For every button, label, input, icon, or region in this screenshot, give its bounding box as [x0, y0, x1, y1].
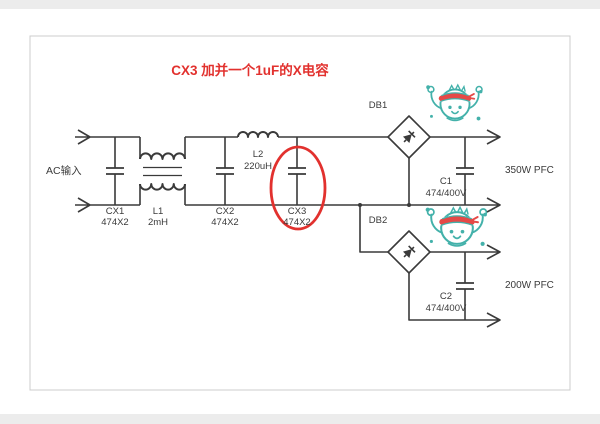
capacitor-cx1 [106, 137, 124, 205]
wire-input-top-arrow [75, 129, 140, 145]
capacitor-cx1-plates [106, 167, 124, 175]
wire-ac-line-bottom [139, 184, 501, 213]
label-c1-name: C1 [439, 176, 453, 187]
label-cx3-name: CX3 [287, 206, 307, 217]
wire-db2-branch [359, 205, 388, 253]
bridge-rectifier-db1 [387, 115, 431, 159]
diagram-frame [29, 35, 571, 391]
choke-l1-core [143, 166, 182, 177]
capacitor-cx3-plates [288, 167, 306, 175]
label-db1-name: DB1 [368, 100, 388, 111]
highlight-ellipse-cx3 [269, 145, 327, 231]
capacitor-cx3 [288, 137, 306, 205]
capacitor-c1 [456, 137, 474, 205]
wire-ac-line-top [139, 136, 388, 159]
capacitor-cx2-plates [216, 167, 234, 175]
annotation-title: CX3 加并一个1uF的X电容 [171, 63, 329, 78]
label-c1-value: 474/400V [425, 188, 467, 199]
inductor-l2 [237, 131, 279, 138]
label-db2-name: DB2 [368, 215, 388, 226]
label-cx2-value: 474X2 [211, 217, 239, 228]
label-l1-name: L1 [152, 206, 164, 217]
diode-icon [402, 245, 416, 259]
circuit-wires [75, 115, 501, 328]
capacitor-c2-plates [456, 282, 474, 290]
label-cx1-name: CX1 [105, 206, 125, 217]
label-ac-input: AC输入 [46, 165, 82, 177]
label-l1-value: 2mH [147, 217, 169, 228]
wire-db2-return-arrow [408, 273, 501, 328]
page-margin-bottom [0, 414, 600, 424]
capacitor-c2 [456, 252, 474, 320]
diode-icon [402, 130, 416, 144]
label-c2-name: C2 [439, 291, 453, 302]
label-l2-name: L2 [252, 149, 264, 160]
mascot-stamp-icon-1 [426, 85, 482, 121]
label-c2-value: 474/400V [425, 303, 467, 314]
mascot-stamp-icon-2 [426, 207, 487, 246]
label-output-350w-pfc: 350W PFC [505, 165, 554, 176]
label-l2-value: 220uH [244, 161, 272, 172]
choke-l1-top-winding [139, 152, 186, 160]
junction-dot [358, 203, 362, 207]
wire-input-bottom-arrow [75, 197, 140, 213]
label-cx2-name: CX2 [215, 206, 235, 217]
choke-l1 [139, 152, 186, 191]
bridge-rectifier-db2 [387, 230, 431, 274]
label-cx3-value: 474X2 [283, 217, 311, 228]
label-cx1-value: 474X2 [101, 217, 129, 228]
label-output-200w-pfc: 200W PFC [505, 280, 554, 291]
choke-l1-bottom-winding [139, 183, 186, 191]
watermark-mascots [426, 85, 487, 246]
capacitor-c1-plates [456, 167, 474, 175]
capacitor-cx2 [216, 137, 234, 205]
junction-dot [407, 203, 411, 207]
page-margin-top [0, 0, 600, 9]
